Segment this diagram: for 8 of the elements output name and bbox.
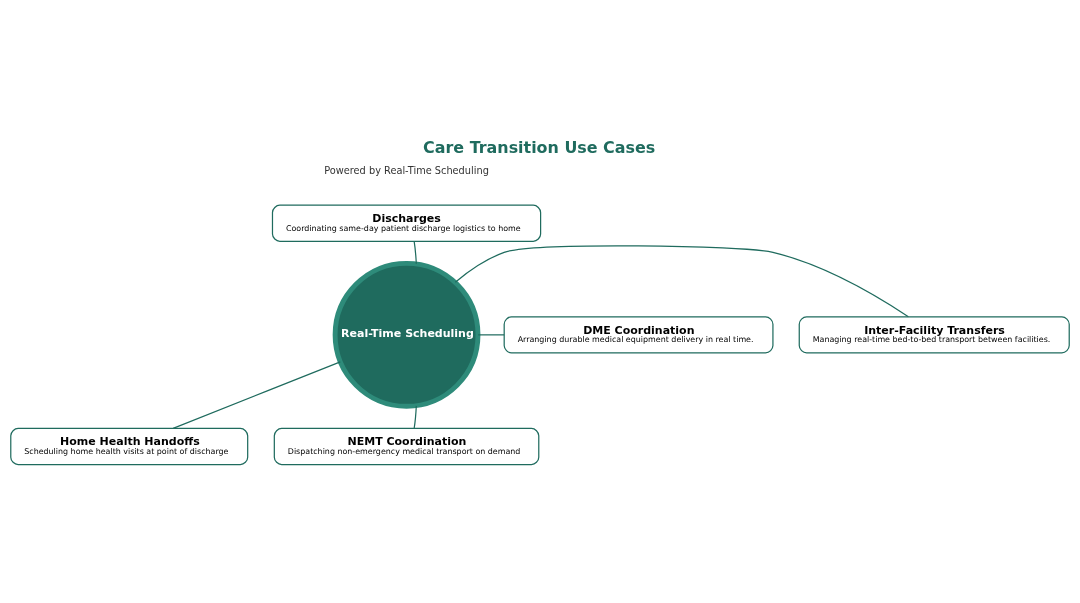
connector <box>454 245 909 318</box>
connector <box>477 334 505 336</box>
diagram-title: Care Transition Use Cases <box>423 138 656 158</box>
node-circle: Real-Time Scheduling <box>332 260 481 409</box>
connector <box>413 405 417 429</box>
connector <box>172 361 341 429</box>
label: Powered by Real-Time Scheduling <box>324 165 489 177</box>
connector <box>413 240 417 265</box>
